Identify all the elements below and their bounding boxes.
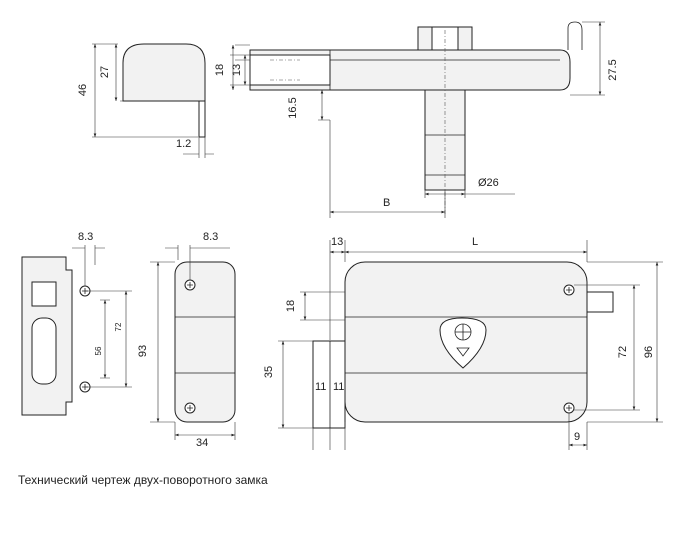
dim-93: 93: [137, 345, 149, 357]
cap-side-view: 46 27 1.2: [77, 43, 214, 158]
dim-18-top: 18: [214, 64, 226, 76]
drawing-caption: Технический чертеж двух-поворотного замк…: [18, 473, 268, 487]
dim-1-2: 1.2: [176, 138, 191, 150]
dim-27-5: 27.5: [607, 59, 619, 80]
strike-plate-view: 8.3 72 56: [21, 231, 132, 416]
dim-L: L: [472, 236, 478, 248]
dim-11-left: 11: [315, 381, 326, 393]
dim-46: 46: [77, 84, 89, 96]
dim-16-5: 16.5: [287, 97, 299, 118]
dim-72: 72: [617, 346, 629, 358]
dim-13-top: 13: [231, 64, 243, 76]
dim-18-front: 18: [285, 300, 297, 312]
dim-8-3-strike: 8.3: [78, 231, 93, 243]
dim-diameter-26: Ø26: [478, 177, 499, 189]
dim-34: 34: [196, 437, 208, 449]
dim-11-right: 11: [333, 381, 344, 393]
dim-9: 9: [574, 431, 580, 443]
dim-72-small: 72: [114, 322, 123, 331]
lock-top-view: 18 13 16.5 27.5 B Ø26: [214, 21, 619, 218]
dim-B: B: [383, 197, 390, 209]
cover-plate-view: 8.3 93 34: [137, 231, 236, 449]
dim-35: 35: [263, 366, 275, 378]
dim-8-3-cover: 8.3: [203, 231, 218, 243]
lock-front-view: 13 L 18 35 11 11 72 96 9: [263, 236, 663, 450]
dim-96: 96: [643, 346, 655, 358]
dim-56-small: 56: [94, 346, 103, 355]
dim-27: 27: [99, 66, 111, 78]
dim-13-front: 13: [331, 236, 343, 248]
